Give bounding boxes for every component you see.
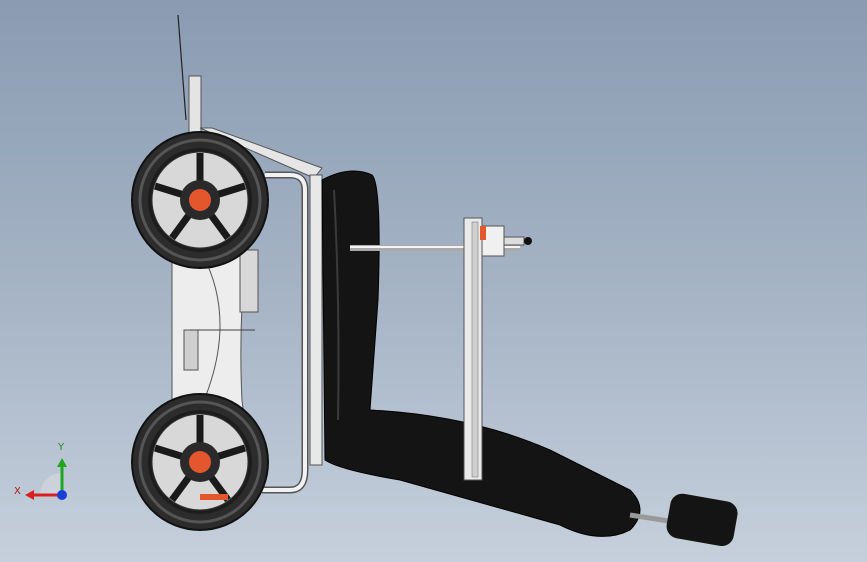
antenna-line — [177, 14, 187, 121]
loop-tube-highlight — [262, 173, 307, 492]
side-panel — [239, 249, 259, 313]
joystick-shaft — [503, 236, 525, 246]
seat-cushion[interactable] — [321, 170, 641, 537]
battery-block — [183, 329, 199, 371]
hub-cap-bottom — [189, 451, 211, 473]
joystick-indicator — [480, 226, 486, 240]
brake-pad — [200, 494, 228, 500]
rear-wheel-top[interactable] — [131, 131, 269, 269]
seat-highlight — [333, 189, 340, 421]
footrest-pad[interactable] — [665, 492, 740, 548]
joystick-bracket-inner — [471, 221, 479, 478]
z-axis-dot — [57, 490, 67, 500]
y-axis-head — [57, 458, 67, 467]
x-axis-head — [25, 490, 34, 500]
rear-wheel-bottom[interactable] — [131, 393, 269, 531]
y-axis-label: Y — [58, 442, 65, 453]
hub-cap-top — [189, 189, 211, 211]
joystick-knob[interactable] — [524, 237, 532, 245]
x-axis-label: X — [14, 486, 21, 497]
coordinate-triad: X Y — [12, 440, 82, 510]
seat-post — [309, 174, 323, 466]
triad-graphic — [25, 458, 67, 500]
loop-tube — [262, 171, 309, 494]
push-handle — [188, 75, 202, 135]
